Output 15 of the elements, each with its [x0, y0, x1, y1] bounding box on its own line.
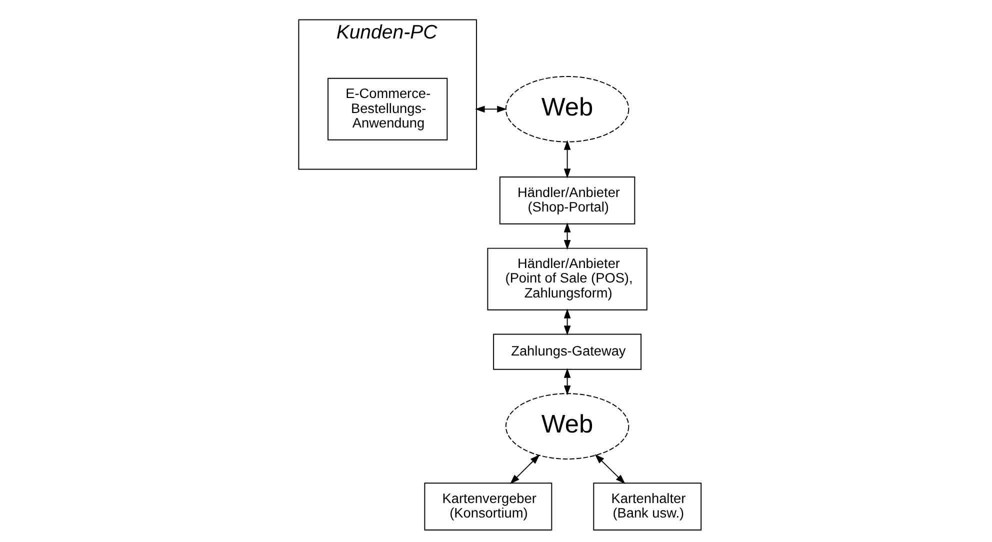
arrow	[510, 454, 540, 484]
node-box: Zahlungs-Gateway	[493, 334, 642, 370]
node-box: E-Commerce- Bestellungs- Anwendung	[328, 78, 448, 140]
arrow	[564, 368, 571, 396]
arrow	[564, 222, 571, 250]
arrow	[594, 454, 626, 484]
node-box: Händler/Anbieter (Point of Sale (POS), Zahlungsform)	[487, 248, 648, 310]
arrow	[564, 308, 571, 336]
node-box: Händler/Anbieter (Shop-Portal)	[499, 176, 636, 224]
arrow	[564, 140, 571, 178]
node-ellipse: Web	[505, 393, 630, 460]
node-box: Kartenhalter (Bank usw.)	[593, 482, 702, 531]
node-box: Kartenvergeber (Konsortium)	[424, 482, 552, 531]
node-ellipse: Web	[505, 76, 630, 142]
arrow	[474, 106, 507, 113]
